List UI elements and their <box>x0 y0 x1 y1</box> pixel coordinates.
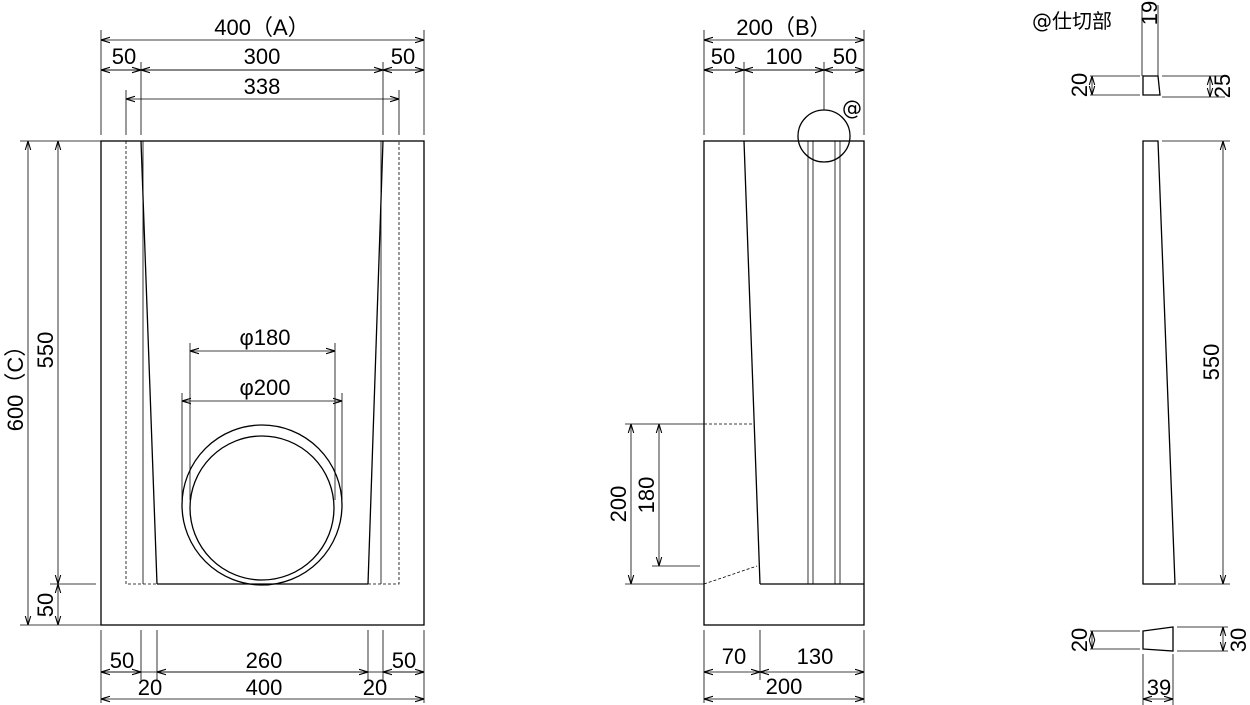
partition-detail-title: @仕切部 <box>1032 9 1112 33</box>
dim-left-wall-top: 50 <box>112 44 136 69</box>
partition-bottom-section <box>1142 626 1174 652</box>
side-outer-outline <box>703 140 865 626</box>
dim-side-overall-width: 200（B） <box>736 15 831 40</box>
dim-side-rear-wall: 50 <box>833 44 857 69</box>
partition-top-section <box>1142 75 1161 96</box>
dim-inner-top: 300 <box>244 44 281 69</box>
dim-partition-top-width: 19 <box>1137 1 1162 25</box>
dim-inner-mid: 338 <box>244 74 281 99</box>
dim-overall-width: 400（A） <box>214 15 309 40</box>
side-view: @ 200（B） 50 100 50 200 180 70 130 200 <box>606 15 865 703</box>
dim-opening-outer: 200 <box>606 486 631 523</box>
front-outer-outline <box>100 140 425 626</box>
dim-partition-bottom-width: 39 <box>1147 675 1171 700</box>
dim-inner-bottom: 260 <box>246 648 283 673</box>
side-front-wall-taper <box>743 140 761 585</box>
front-pipe-inner <box>189 435 335 581</box>
front-view: 400（A） 50 300 50 338 φ180 φ200 600（C） 55… <box>3 15 425 703</box>
dim-partition-height: 550 <box>1199 344 1224 381</box>
dim-right-taper: 20 <box>363 675 387 700</box>
front-hidden-outline <box>125 141 400 585</box>
dim-partition-bottom-right: 30 <box>1226 628 1250 652</box>
dim-side-inner: 100 <box>766 44 803 69</box>
front-right-inner-wall-taper <box>367 140 384 585</box>
dim-side-base-rear: 130 <box>797 644 834 669</box>
dim-partition-bottom-left: 20 <box>1067 628 1092 652</box>
dim-partition-top-left: 20 <box>1067 73 1092 97</box>
dim-partition-top-right: 25 <box>1210 74 1235 98</box>
dim-side-base-front: 70 <box>722 644 746 669</box>
dim-pipe-outer: φ200 <box>240 375 291 400</box>
dim-base-thickness: 50 <box>33 593 58 617</box>
side-detail-marker: @ <box>842 96 862 120</box>
dim-left-wall-bottom: 50 <box>110 648 134 673</box>
dim-right-wall-bottom: 50 <box>392 648 416 673</box>
partition-elevation <box>1142 140 1176 585</box>
dim-right-wall-top: 50 <box>391 44 415 69</box>
dim-pipe-inner: φ180 <box>240 325 291 350</box>
dim-left-taper: 20 <box>138 675 162 700</box>
dim-side-front-wall: 50 <box>711 44 735 69</box>
side-opening-bottom-hidden <box>703 565 758 585</box>
partition-detail: @仕切部 19 20 25 550 20 30 39 <box>1032 1 1250 705</box>
dim-side-base-total: 200 <box>766 674 803 699</box>
front-left-inner-wall-taper <box>140 140 158 585</box>
dim-bottom-width: 400 <box>246 675 283 700</box>
front-pipe-outer <box>181 424 343 586</box>
dim-inner-height: 550 <box>33 332 58 369</box>
dim-opening-inner: 180 <box>634 477 659 514</box>
dim-overall-height: 600（C） <box>3 335 28 432</box>
